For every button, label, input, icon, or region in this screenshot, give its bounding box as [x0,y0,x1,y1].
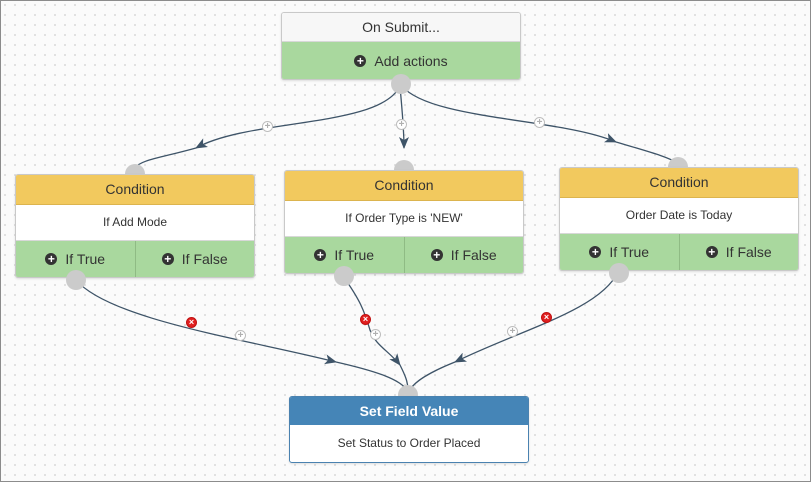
start-output-port[interactable] [391,74,411,94]
condition-1-title: Condition [16,175,254,205]
connector-start-to-condition-2 [398,85,409,149]
insert-node-icon[interactable]: + [507,326,518,337]
plus-circle-icon: + [430,249,443,261]
condition-1-description: If Add Mode [16,205,254,241]
action-description: Set Status to Order Placed [290,425,528,461]
start-node: On Submit... + Add actions [281,12,521,80]
condition-1-if-false-button[interactable]: + If False [134,241,254,277]
insert-node-icon[interactable]: + [262,121,273,132]
action-title: Set Field Value [290,397,528,425]
plus-circle-icon: + [589,246,602,258]
plus-circle-icon: + [161,253,174,265]
plus-circle-icon: + [314,249,327,261]
insert-node-icon[interactable]: + [235,330,246,341]
add-actions-label: Add actions [374,52,448,69]
if-false-label: If False [181,251,228,267]
condition-node-1: Condition If Add Mode + If True + If Fal… [15,174,255,278]
remove-connection-icon[interactable]: × [186,317,197,328]
if-true-label: If True [609,244,650,260]
condition-3-output-port[interactable] [609,263,629,283]
condition-3-if-false-button[interactable]: + If False [678,234,798,270]
plus-circle-icon: + [354,54,367,67]
if-true-label: If True [65,251,106,267]
condition-3-title: Condition [560,168,798,198]
condition-2-if-false-button[interactable]: + If False [403,237,523,273]
condition-node-2: Condition If Order Type is 'NEW' + If Tr… [284,170,524,274]
condition-2-output-port[interactable] [334,266,354,286]
condition-node-3: Condition Order Date is Today + If True … [559,167,799,271]
plus-circle-icon: + [45,253,58,265]
connector-condition-2-to-action [342,275,401,366]
add-actions-button[interactable]: + Add actions [282,42,520,79]
connector-condition-3-to-action [454,271,619,363]
condition-3-description: Order Date is Today [560,198,798,234]
if-false-label: If False [450,247,497,263]
insert-node-icon[interactable]: + [370,329,381,340]
remove-connection-icon[interactable]: × [541,312,552,323]
start-title: On Submit... [282,13,520,42]
condition-2-title: Condition [285,171,523,201]
connector-action-left-tail [335,361,408,391]
remove-connection-icon[interactable]: × [360,314,371,325]
connector-start-to-condition-3 [401,85,617,143]
condition-1-output-port[interactable] [66,270,86,290]
connector-condition-1-tail [134,147,197,169]
if-false-label: If False [725,244,772,260]
connector-condition-1-to-action [75,279,337,365]
plus-circle-icon: + [705,246,718,258]
insert-node-icon[interactable]: + [534,117,545,128]
set-field-value-node: Set Field Value Set Status to Order Plac… [289,396,529,463]
insert-node-icon[interactable]: + [396,119,407,130]
condition-2-description: If Order Type is 'NEW' [285,201,523,237]
if-true-label: If True [334,247,375,263]
connector-action-right-tail [409,361,456,391]
connector-start-to-condition-1 [195,85,401,149]
